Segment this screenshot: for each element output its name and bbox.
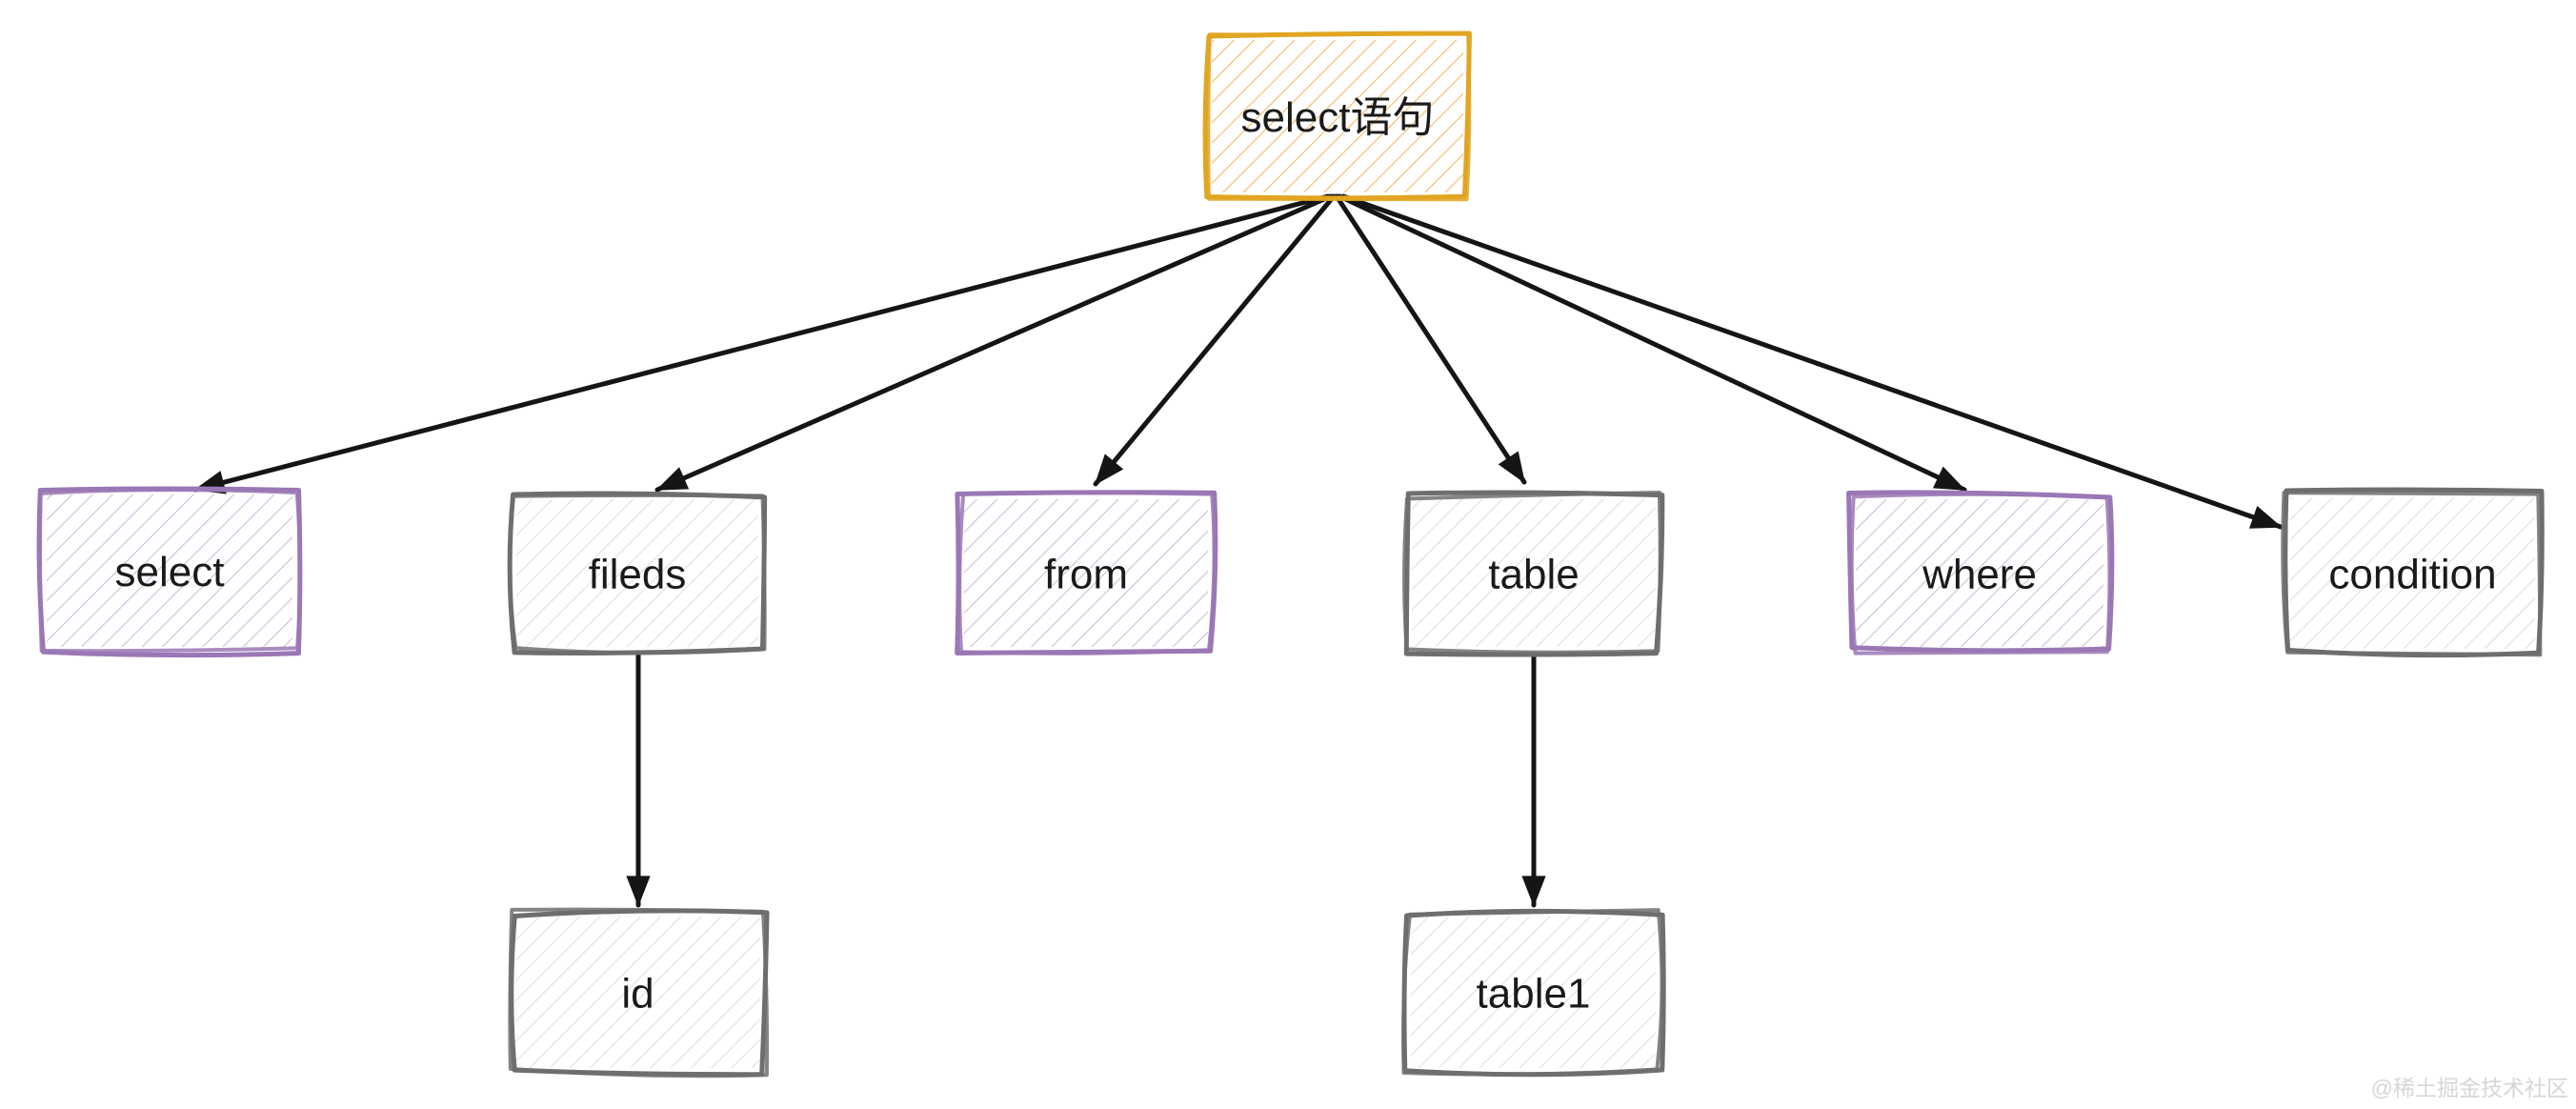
node-select-fill: [47, 494, 292, 647]
node-fileds[interactable]: fileds: [507, 491, 768, 655]
node-condition[interactable]: condition: [2281, 487, 2545, 658]
node-root-border-overdraw: [1206, 30, 1472, 202]
node-fileds-fill: [516, 499, 758, 647]
node-root-label: select语句: [1241, 94, 1435, 141]
node-table-border-overdraw: [1402, 490, 1662, 655]
node-where-fill: [1856, 499, 2103, 647]
node-root[interactable]: select语句: [1202, 30, 1472, 202]
node-root-fill: [1212, 40, 1463, 192]
node-condition-fill: [2290, 497, 2535, 649]
node-table1[interactable]: table1: [1401, 908, 1666, 1078]
node-id[interactable]: id: [508, 907, 770, 1079]
edges-layer: [192, 193, 2284, 908]
node-table[interactable]: table: [1402, 490, 1665, 657]
node-table-label: table: [1488, 552, 1579, 598]
node-id-fill: [515, 917, 760, 1068]
node-table1-border-overdraw: [1401, 908, 1664, 1077]
node-condition-border-overdraw: [2281, 491, 2543, 657]
node-from-fill: [964, 499, 1208, 647]
edge-root-table[interactable]: [1334, 193, 1527, 485]
nodes-layer: select语句 select fileds from table: [36, 30, 2545, 1079]
edge-root-fileds[interactable]: [654, 193, 1334, 493]
node-from[interactable]: from: [955, 490, 1218, 655]
node-table1-fill: [1411, 917, 1656, 1068]
edge-root-select[interactable]: [192, 193, 1331, 494]
node-table1-label: table1: [1477, 971, 1591, 1018]
node-from-border-overdraw: [957, 491, 1217, 655]
node-condition-label: condition: [2328, 552, 2496, 598]
node-where-label: where: [1922, 552, 2037, 598]
edge-root-where[interactable]: [1337, 193, 1967, 493]
node-table-fill: [1412, 499, 1656, 647]
node-id-border-overdraw: [508, 907, 770, 1079]
node-from-label: from: [1044, 552, 1128, 598]
node-where-border-overdraw: [1849, 492, 2112, 655]
node-select-border-overdraw: [38, 488, 303, 654]
node-select-label: select: [115, 549, 225, 595]
edge-root-condition[interactable]: [1340, 193, 2284, 530]
node-select[interactable]: select: [36, 486, 303, 658]
node-fileds-label: fileds: [589, 552, 687, 598]
edge-root-from[interactable]: [1093, 193, 1337, 487]
watermark: @稀土掘金技术社区: [2371, 1076, 2568, 1100]
node-where[interactable]: where: [1846, 490, 2115, 655]
node-fileds-border-overdraw: [508, 493, 767, 655]
node-id-label: id: [621, 971, 654, 1018]
